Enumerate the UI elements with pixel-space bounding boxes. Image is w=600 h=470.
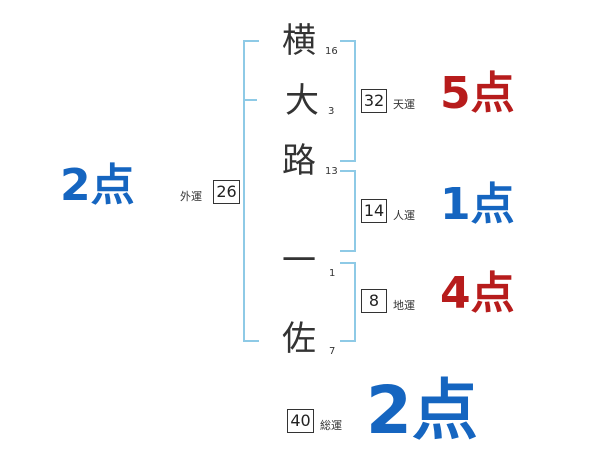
stroke-count-4: 1 (329, 268, 336, 279)
tenkaku-score: 5点 (440, 68, 515, 119)
name-char-2: 大 (285, 81, 319, 121)
soukaku-value-box: 40 (287, 409, 314, 433)
stroke-count-5: 7 (329, 346, 336, 357)
outer-bracket-tick (243, 99, 257, 101)
chikaku-bracket (340, 262, 356, 342)
chikaku-value-box: 8 (361, 289, 387, 313)
gaikaku-score: 2点 (60, 160, 135, 211)
chikaku-score: 4点 (440, 268, 515, 319)
chikaku-label: 地運 (393, 299, 415, 312)
outer-bracket (243, 40, 259, 342)
stroke-count-3: 13 (325, 166, 338, 177)
gaikaku-value-box: 26 (213, 180, 240, 204)
name-char-4: 一 (282, 241, 316, 281)
jinkaku-label: 人運 (393, 209, 415, 222)
name-char-1: 横 (282, 21, 316, 61)
gaikaku-label: 外運 (180, 190, 202, 203)
jinkaku-score: 1点 (440, 179, 515, 230)
jinkaku-value-box: 14 (361, 199, 387, 223)
stroke-count-2: 3 (328, 106, 335, 117)
stroke-count-1: 16 (325, 46, 338, 57)
tenkaku-bracket (340, 40, 356, 162)
tenkaku-label: 天運 (393, 98, 415, 111)
soukaku-label: 総運 (320, 419, 342, 432)
name-char-5: 佐 (282, 319, 316, 359)
name-char-3: 路 (282, 141, 316, 181)
jinkaku-bracket (340, 170, 356, 252)
soukaku-score: 2点 (366, 372, 478, 449)
tenkaku-value-box: 32 (361, 89, 387, 113)
